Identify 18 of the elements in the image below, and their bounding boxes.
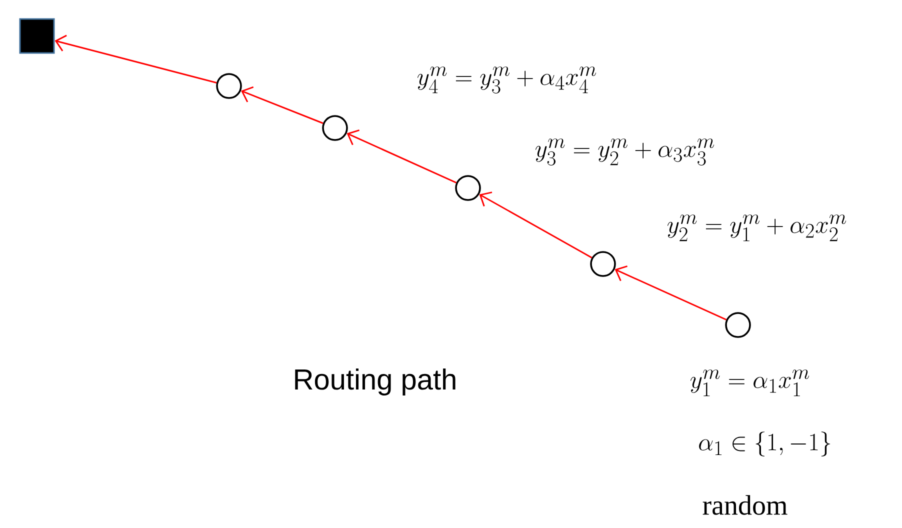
circle-node <box>455 175 481 201</box>
formula: $y_1^m = \alpha_1 x_1^m$ <box>690 370 810 396</box>
formula: $\alpha_1 \in \{1,-1\}$ <box>699 432 830 456</box>
arrow <box>479 192 592 258</box>
formula: $y_2^m = y_1^m + \alpha_2 x_2^m$ <box>668 214 846 242</box>
arrow <box>614 265 727 320</box>
circle-node <box>725 312 751 338</box>
arrow <box>54 34 217 84</box>
arrow <box>346 129 457 184</box>
caption-text: Routing path <box>295 368 456 396</box>
arrow <box>241 86 324 124</box>
formula: $y_4^m = y_3^m + \alpha_4 x_4^m$ <box>418 66 596 94</box>
formula: $\text{random}$ <box>702 495 788 515</box>
square-node <box>19 18 55 54</box>
circle-node <box>216 73 242 99</box>
formula: $y_3^m = y_2^m + \alpha_3 x_3^m$ <box>536 138 714 166</box>
circle-node <box>322 115 348 141</box>
circle-node <box>590 251 616 277</box>
